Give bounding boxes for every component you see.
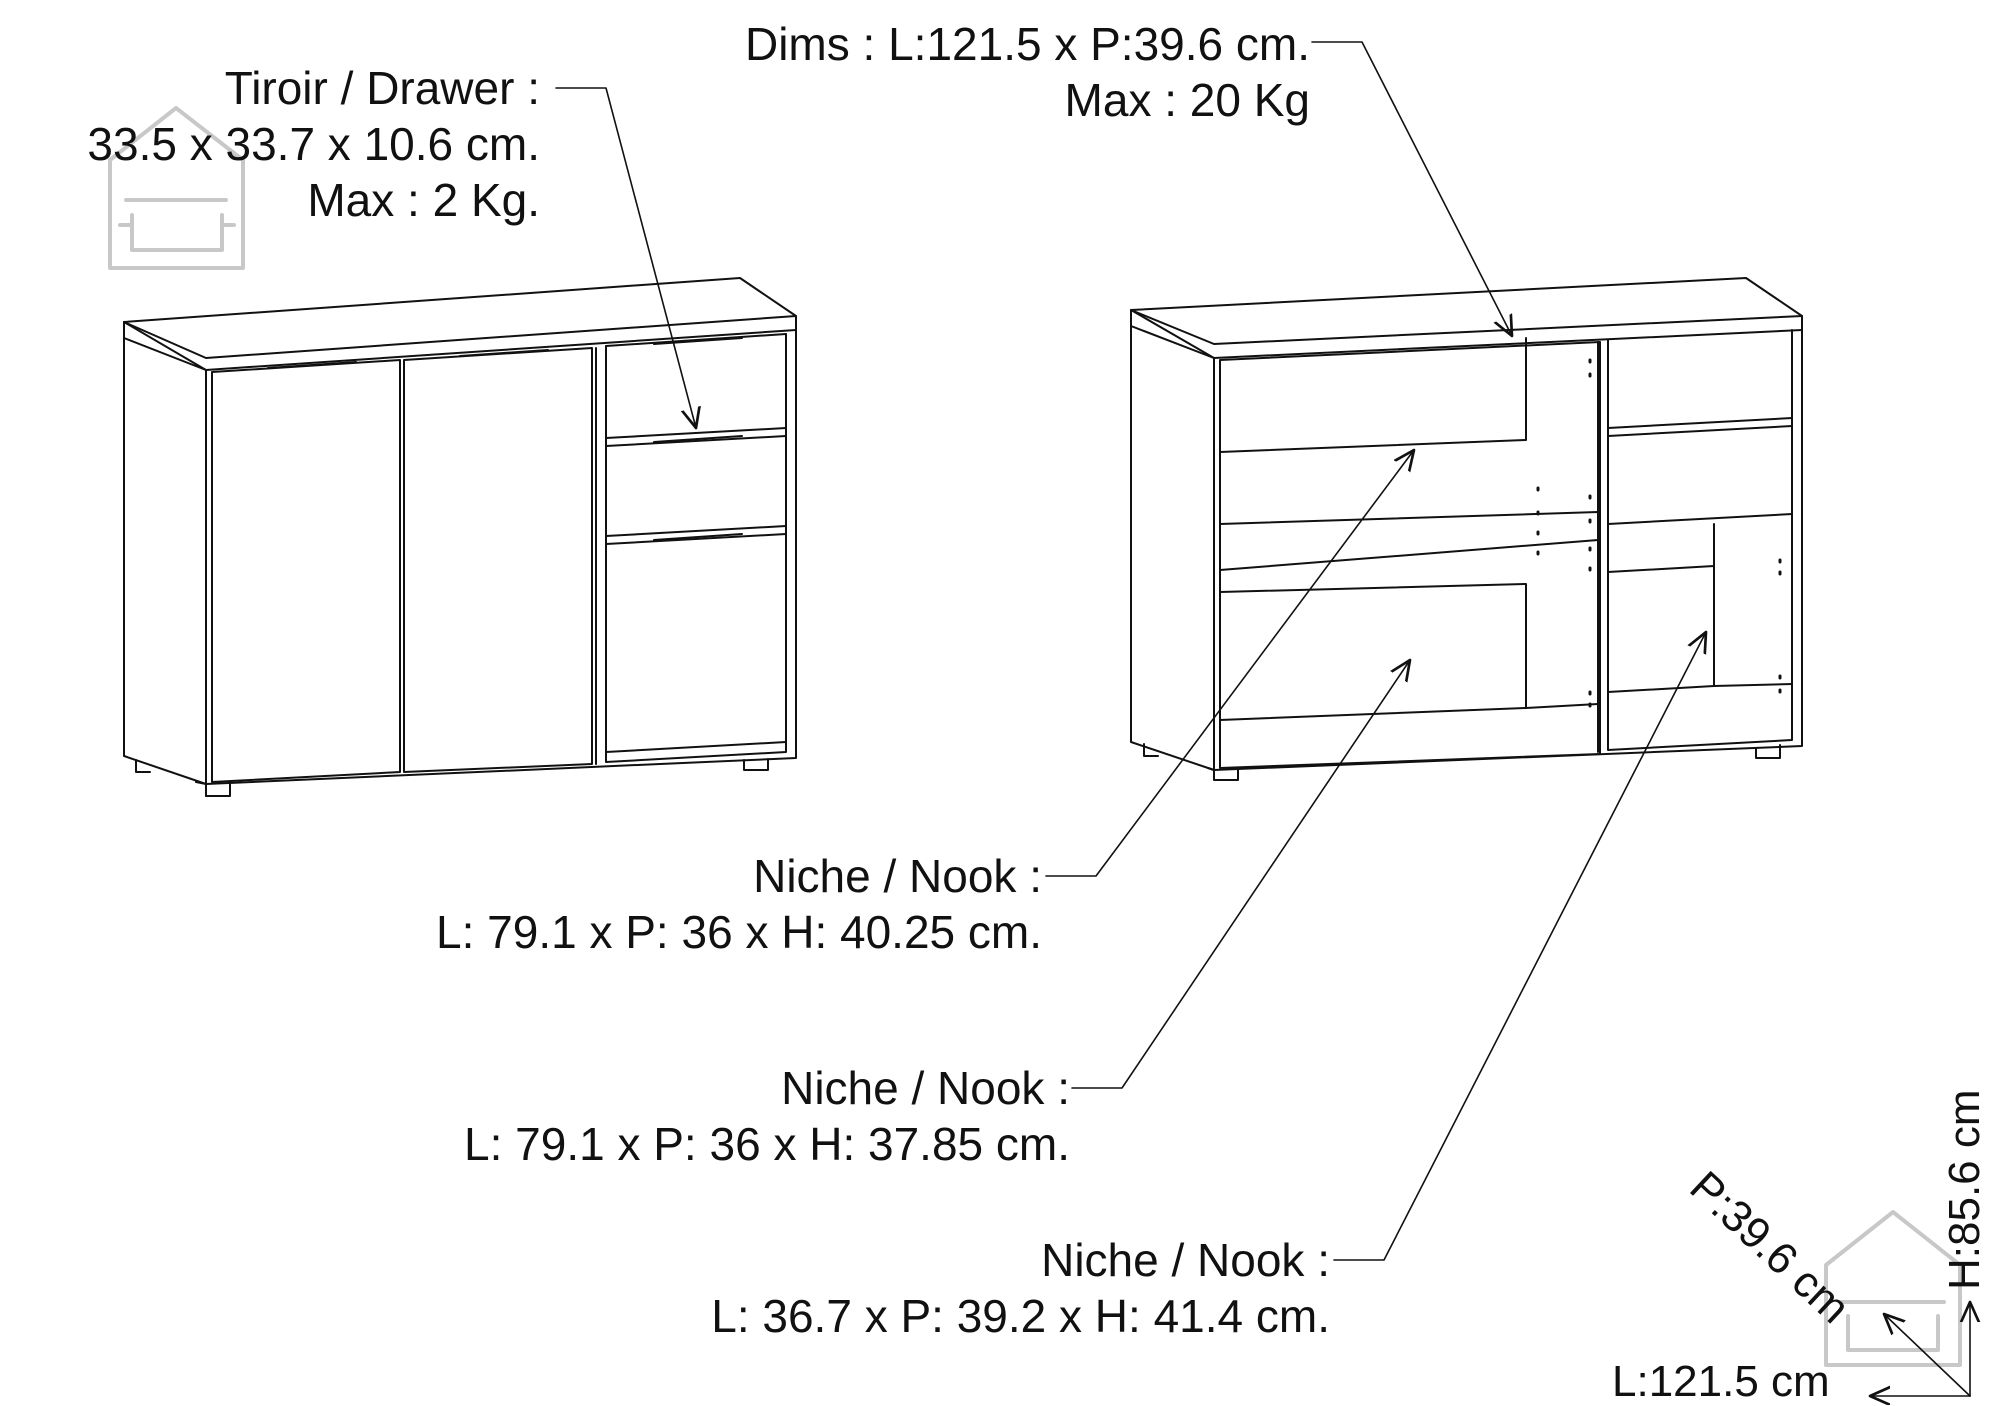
cabinet-open-view bbox=[1130, 277, 1803, 781]
niche-2-dimensions: L: 79.1 x P: 36 x H: 37.85 cm. bbox=[464, 1118, 1070, 1170]
drawer-label: Tiroir / Drawer : 33.5 x 33.7 x 10.6 cm.… bbox=[87, 60, 540, 228]
niche-3-title: Niche / Nook : bbox=[1041, 1234, 1330, 1286]
niche-2-title: Niche / Nook : bbox=[781, 1062, 1070, 1114]
top-max-load: Max : 20 Kg bbox=[1064, 74, 1310, 126]
top-dimensions: Dims : L:121.5 x P:39.6 cm. bbox=[744, 18, 1310, 70]
drawer-max-load: Max : 2 Kg. bbox=[307, 174, 540, 226]
top-label: Dims : L:121.5 x P:39.6 cm. Max : 20 Kg bbox=[745, 16, 1310, 128]
niche-1-title: Niche / Nook : bbox=[753, 850, 1042, 902]
drawer-title: Tiroir / Drawer : bbox=[224, 62, 540, 114]
niche-3-label: Niche / Nook : L: 36.7 x P: 39.2 x H: 41… bbox=[711, 1232, 1330, 1344]
house-sofa-watermark-icon bbox=[108, 106, 245, 270]
niche-2-label: Niche / Nook : L: 79.1 x P: 36 x H: 37.8… bbox=[464, 1060, 1070, 1172]
niche-3-dimensions: L: 36.7 x P: 39.2 x H: 41.4 cm. bbox=[711, 1290, 1330, 1342]
leader-lines bbox=[555, 41, 1706, 1261]
overall-length-label: L:121.5 cm bbox=[1612, 1357, 1830, 1406]
overall-height-label: H:85.6 cm bbox=[1940, 1089, 1989, 1290]
niche-1-dimensions: L: 79.1 x P: 36 x H: 40.25 cm. bbox=[436, 906, 1042, 958]
overall-dimension-axes bbox=[1870, 1302, 1970, 1396]
drawer-dimensions: 33.5 x 33.7 x 10.6 cm. bbox=[87, 118, 540, 170]
niche-1-label: Niche / Nook : L: 79.1 x P: 36 x H: 40.2… bbox=[436, 848, 1042, 960]
cabinet-closed-view bbox=[123, 277, 797, 797]
